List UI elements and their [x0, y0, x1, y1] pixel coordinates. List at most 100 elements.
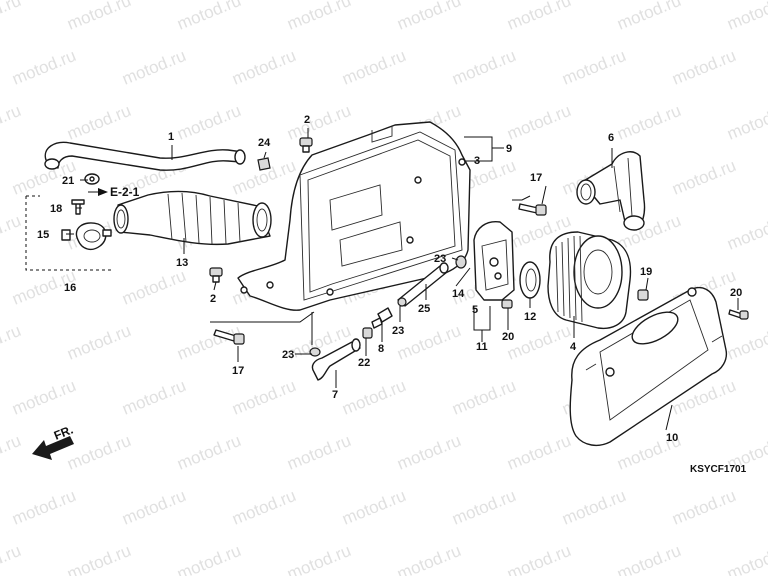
bolt-17-lower	[213, 329, 245, 345]
drain-tube	[309, 338, 361, 381]
callout-9: 9	[506, 143, 512, 155]
reference-e-2-1: E-2-1	[110, 185, 140, 199]
watermark-text: motod.ru	[669, 46, 738, 89]
watermark-text: motod.ru	[669, 486, 738, 529]
callout-3: 3	[474, 155, 480, 167]
watermark-text: motod.ru	[174, 321, 243, 364]
clip-part	[84, 173, 100, 185]
callout-18: 18	[50, 203, 62, 215]
front-direction-label: FR.	[52, 423, 75, 443]
callout-23-right: 23	[434, 253, 446, 265]
callout-11: 11	[476, 341, 488, 353]
callout-6: 6	[608, 132, 614, 144]
watermark-text: motod.ru	[229, 486, 298, 529]
watermark-text: motod.ru	[449, 376, 518, 419]
callout-13: 13	[176, 257, 188, 269]
watermark-text: motod.ru	[0, 431, 24, 474]
callout-24: 24	[258, 137, 271, 149]
watermark-text: motod.ru	[0, 101, 24, 144]
callout-2-top: 2	[304, 114, 310, 126]
diagram-code: KSYCF1701	[690, 464, 747, 475]
watermark-text: motod.ru	[119, 486, 188, 529]
callout-20-lower: 20	[502, 331, 514, 343]
watermark-text: motod.ru	[64, 321, 133, 364]
watermark-text: motod.ru	[64, 541, 133, 576]
callout-17-upper: 17	[530, 172, 542, 184]
callout-23-left: 23	[282, 349, 294, 361]
watermark-text: motod.ru	[119, 266, 188, 309]
callout-4: 4	[570, 341, 577, 353]
watermark-text: motod.ru	[229, 46, 298, 89]
bolt-17-upper	[518, 203, 547, 216]
watermark-text: motod.ru	[174, 431, 243, 474]
callout-20-upper: 20	[730, 287, 742, 299]
callout-10: 10	[666, 432, 678, 444]
callout-22: 22	[358, 357, 370, 369]
air-cleaner-cover	[569, 286, 728, 447]
watermark-text: motod.ru	[394, 0, 463, 34]
connecting-tube	[113, 190, 272, 246]
watermark-text: motod.ru	[64, 0, 133, 34]
callout-1: 1	[168, 131, 174, 143]
watermark-text: motod.ru	[504, 321, 573, 364]
watermark-text: motod.ru	[559, 46, 628, 89]
watermark-text: motod.ru	[559, 486, 628, 529]
watermark-text: motod.ru	[614, 541, 683, 576]
watermark-text: motod.ru	[724, 211, 768, 254]
callout-14: 14	[452, 288, 465, 300]
watermark-text: motod.ru	[339, 46, 408, 89]
callout-21: 21	[62, 175, 74, 187]
watermark-text: motod.ru	[0, 211, 24, 254]
callout-5: 5	[472, 304, 478, 316]
air-filter-element	[547, 231, 632, 330]
screw-2-top	[299, 137, 313, 153]
fitting-22	[362, 327, 373, 339]
watermark-text: motod.ru	[9, 376, 78, 419]
watermark-text: motod.ru	[724, 541, 768, 576]
callout-19: 19	[640, 266, 652, 278]
callout-17-lower: 17	[232, 365, 244, 377]
screw-2-lower	[209, 267, 223, 283]
grommet-12	[519, 261, 541, 299]
watermark-text: motod.ru	[449, 486, 518, 529]
breather-hose-25	[397, 262, 449, 307]
screw-20-upper	[728, 309, 749, 320]
watermark-text: motod.ru	[339, 376, 408, 419]
watermark-text: motod.ru	[0, 0, 24, 34]
reference-arrow	[88, 188, 108, 196]
screw-20-lower	[501, 299, 513, 309]
watermark-text: motod.ru	[174, 541, 243, 576]
element-seal-plate	[473, 221, 515, 301]
watermark-text: motod.ru	[119, 46, 188, 89]
callout-8: 8	[378, 343, 384, 355]
watermark-text: motod.ru	[284, 541, 353, 576]
front-direction-arrow	[32, 436, 74, 460]
air-cleaner-case	[237, 121, 471, 311]
watermark-text: motod.ru	[284, 101, 353, 144]
watermark-text: motod.ru	[119, 376, 188, 419]
watermark-text: motod.ru	[394, 541, 463, 576]
watermark-text: motod.ru	[284, 0, 353, 34]
breather-tube	[44, 141, 246, 171]
watermark-text: motod.ru	[174, 101, 243, 144]
callout-15: 15	[37, 229, 49, 241]
screw-19	[637, 289, 649, 301]
watermark-text: motod.ru	[449, 46, 518, 89]
callout-25: 25	[418, 303, 430, 315]
group-bracket-16	[25, 195, 112, 271]
watermark-text: motod.ru	[614, 0, 683, 34]
watermark-text: motod.ru	[394, 321, 463, 364]
watermark-text: motod.ru	[284, 431, 353, 474]
callout-16: 16	[64, 282, 76, 294]
watermark-text: motod.ru	[0, 321, 24, 364]
watermark-text: motod.ru	[64, 431, 133, 474]
hose-clip-23-mid	[455, 255, 467, 269]
watermark-text: motod.ru	[174, 0, 243, 34]
watermark-text: motod.ru	[504, 431, 573, 474]
watermark-text: motod.ru	[394, 431, 463, 474]
watermark-text: motod.ru	[9, 486, 78, 529]
watermark-text: motod.ru	[504, 0, 573, 34]
callout-labels: 1 2 2 3 4 5 6 7 8 9 10 11 12 13 14 15 16…	[37, 114, 747, 475]
